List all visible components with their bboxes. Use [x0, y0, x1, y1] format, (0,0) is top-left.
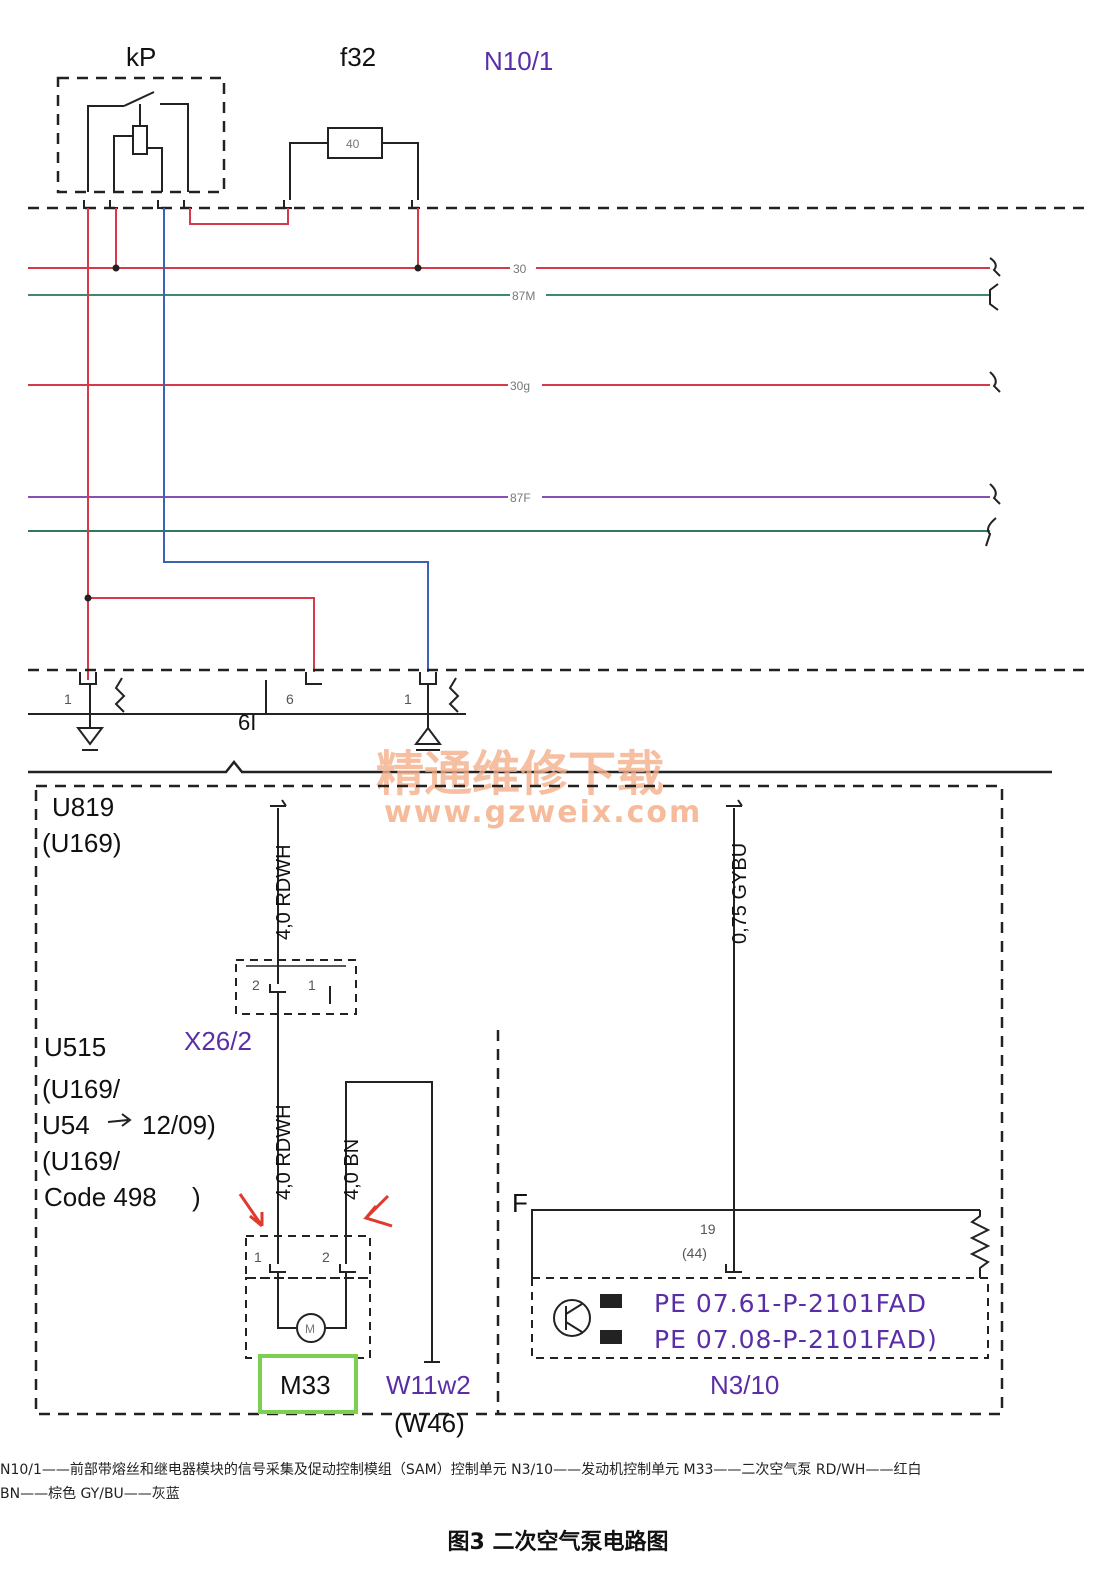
bus-line-87m: 87M: [28, 283, 999, 311]
bus-line-87f: 87F: [28, 483, 1001, 505]
m33-label: M33: [280, 1370, 331, 1400]
top-pin-stubs: [83, 200, 420, 209]
wire-label-rdwh-lower: 4,0 RDWH: [273, 1104, 295, 1200]
variant-u169-b: (U169/: [42, 1074, 121, 1104]
ground-symbols: [28, 680, 466, 751]
w11w2-label: W11w2: [386, 1370, 471, 1400]
n3-pin-alt-label: (44): [682, 1245, 707, 1261]
watermark-cn: 精通维修下载: [376, 746, 664, 802]
fuse-f32: 40: [289, 127, 419, 200]
bus-label-30: 30: [513, 262, 527, 276]
ground-pin-label: 1: [64, 691, 72, 707]
variant-code: Code 498: [44, 1182, 157, 1212]
reference-hand-icon: [600, 1294, 622, 1308]
section-separator: [28, 759, 1052, 774]
legend: N10/1——前部带熔丝和继电器模块的信号采集及促动控制模组（SAM）控制单元 …: [0, 1458, 1116, 1506]
variant-u54: U54: [42, 1110, 90, 1140]
lower-boundary: [34, 784, 1004, 1416]
bus-line-ground: [28, 517, 997, 547]
connector-61-label: 6I: [238, 710, 256, 735]
relay-box: [56, 76, 226, 194]
connector-x26-2: 2 1: [235, 959, 357, 1015]
w46-label: (W46): [394, 1408, 465, 1438]
n3-10-label: N3/10: [710, 1370, 779, 1400]
wire-gybu: 0,75 GYBU: [726, 799, 751, 1272]
connector-x26-2-label: X26/2: [184, 1026, 252, 1056]
vertical-wires: [84, 208, 429, 680]
bus-line-30g: 30g: [28, 371, 1001, 393]
watermark-url: www.gzweix.com: [384, 795, 702, 830]
wire-label-gybu: 0,75 GYBU: [729, 843, 751, 944]
x26-pin1-label: 1: [308, 977, 316, 993]
motor-m33: 1 2 M M33: [245, 1235, 371, 1414]
reference-hand-icon-2: [600, 1330, 622, 1344]
pe-ref-1: PE 07.61-P-2101FAD: [654, 1289, 927, 1318]
variant-u819: U819: [52, 792, 114, 822]
m33-pin2-label: 2: [322, 1249, 330, 1265]
pe-ref-2: PE 07.08-P-2101FAD): [654, 1325, 938, 1354]
wire-bn: 4,0 BN: [341, 1081, 440, 1363]
date-arrow-icon: [107, 1113, 132, 1127]
bus-label-87f: 87F: [510, 491, 531, 505]
red-arrow-right-icon: [363, 1194, 393, 1228]
variant-u54-date: 12/09): [142, 1110, 216, 1140]
bus-line-30: 30: [28, 257, 1001, 277]
lower-pin-stubs: [79, 672, 460, 713]
wire-rdwh-upper: 4,0 RDWH: [270, 799, 295, 984]
f-label: F: [512, 1188, 528, 1218]
legend-line-2: BN——棕色 GY/BU——灰蓝: [0, 1486, 180, 1502]
variant-u515: U515: [44, 1032, 106, 1062]
relay-kp-symbol: [87, 91, 189, 192]
fuse-f32-label: f32: [340, 42, 376, 72]
wire-rdwh-lower: 4,0 RDWH: [273, 992, 295, 1264]
wire-label-bn: 4,0 BN: [341, 1139, 363, 1200]
bus-label-30g: 30g: [510, 379, 530, 393]
legend-line-1: N10/1——前部带熔丝和继电器模块的信号采集及促动控制模组（SAM）控制单元 …: [0, 1462, 922, 1478]
x26-pin2-label: 2: [252, 977, 260, 993]
ecu-n3-10: F 19 (44) PE 07.61-P-2101FAD PE 07.08-P-…: [512, 1188, 991, 1359]
m33-pin1-label: 1: [254, 1249, 262, 1265]
variant-u169-c: (U169/: [42, 1146, 121, 1176]
variant-code-close: ): [192, 1182, 201, 1212]
bus-label-87m: 87M: [512, 289, 535, 303]
figure-caption: 图3 二次空气泵电路图: [447, 1530, 669, 1555]
wire-label-rdwh-upper: 4,0 RDWH: [273, 844, 295, 940]
pin-1-label: 1: [404, 691, 412, 707]
n3-pin-label: 19: [700, 1221, 716, 1237]
module-n10-1-label: N10/1: [484, 46, 553, 76]
pin-6-label: 6: [286, 691, 294, 707]
relay-fuse-wire: [189, 208, 289, 225]
relay-kp-label: kP: [126, 42, 156, 72]
motor-icon: M: [305, 1322, 315, 1336]
fuse-value: 40: [346, 137, 360, 151]
red-arrow-left-icon: [238, 1193, 264, 1228]
variant-u169-a: (U169): [42, 828, 121, 858]
